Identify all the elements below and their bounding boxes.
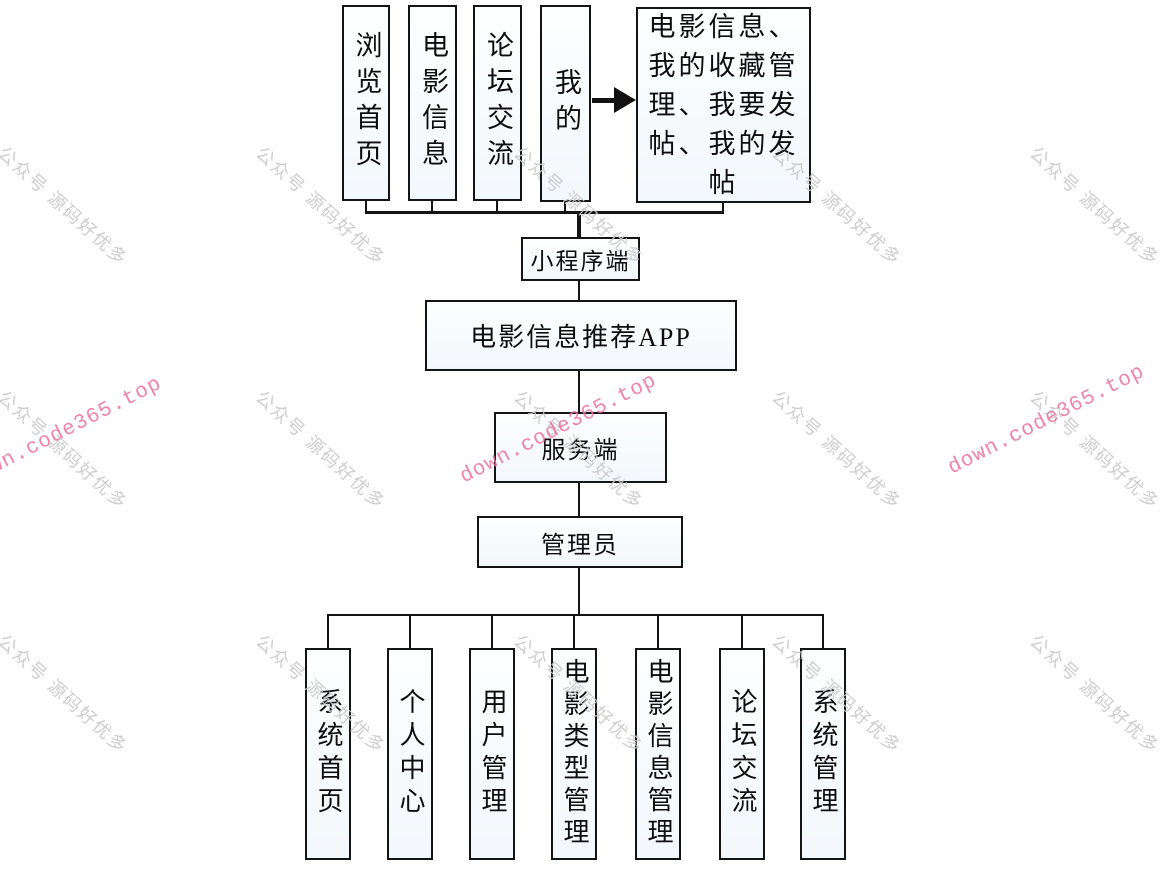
node-label: 服务端 <box>541 438 620 464</box>
connector <box>722 201 724 213</box>
connector <box>822 614 824 649</box>
node-label: 电影信息、 我的收藏管 理、我要发 帖、我的发 帖 <box>648 11 799 198</box>
watermark-gray: 公众号 源码好优多 <box>1025 386 1164 514</box>
watermark-pink: down.code365.top <box>944 360 1149 480</box>
watermark-pink: down.code365.top <box>0 372 166 492</box>
watermark-gray: 公众号 源码好优多 <box>0 142 132 270</box>
node-user-mgmt: 用户管理 <box>469 648 515 860</box>
node-label: 浏览首页 <box>351 31 382 175</box>
connector <box>578 370 580 413</box>
connector <box>365 199 367 213</box>
node-mine-detail: 电影信息、 我的收藏管 理、我要发 帖、我的发 帖 <box>636 7 811 203</box>
connector <box>657 614 659 649</box>
watermark-gray: 公众号 源码好优多 <box>0 630 132 758</box>
node-label: 电影信息 <box>418 31 448 175</box>
node-label: 电影类型管理 <box>560 658 589 850</box>
node-server: 服务端 <box>494 412 667 483</box>
node-label: 电影信息管理 <box>644 658 673 850</box>
node-label: 论坛交流 <box>728 688 757 820</box>
node-system-home: 系统首页 <box>305 648 351 860</box>
arrow-head-icon <box>614 87 636 113</box>
node-mine: 我的 <box>540 5 591 202</box>
node-label: 系统首页 <box>314 688 343 820</box>
node-mini-program: 小程序端 <box>521 237 640 281</box>
node-label: 电影信息推荐APP <box>470 323 692 352</box>
node-forum: 论坛交流 <box>473 5 522 201</box>
connector <box>409 614 411 649</box>
node-movie-type-mgmt: 电影类型管理 <box>551 648 597 860</box>
watermark-gray: 公众号 源码好优多 <box>251 386 390 514</box>
connector <box>564 200 566 213</box>
connector <box>496 199 498 213</box>
connector <box>741 614 743 649</box>
node-label: 系统管理 <box>809 688 838 820</box>
node-admin: 管理员 <box>477 516 683 568</box>
node-personal-center: 个人中心 <box>387 648 433 860</box>
node-label: 管理员 <box>541 532 619 559</box>
connector <box>573 614 575 649</box>
node-label: 我的 <box>551 67 581 140</box>
watermark-gray: 公众号 源码好优多 <box>1025 630 1164 758</box>
watermark-gray: 公众号 源码好优多 <box>0 386 132 514</box>
node-label: 论坛交流 <box>483 31 513 175</box>
connector <box>365 211 724 214</box>
node-browse-home: 浏览首页 <box>342 5 390 201</box>
watermark-gray: 公众号 源码好优多 <box>1025 142 1164 270</box>
connector <box>327 614 329 649</box>
node-label: 用户管理 <box>478 688 507 820</box>
arrow-line <box>592 98 618 103</box>
node-forum-mgmt: 论坛交流 <box>719 648 765 860</box>
connector <box>431 199 433 213</box>
node-system-mgmt: 系统管理 <box>800 648 846 860</box>
node-movie-info-mgmt: 电影信息管理 <box>635 648 681 860</box>
connector <box>578 568 580 616</box>
connector <box>327 614 824 616</box>
watermark-gray: 公众号 源码好优多 <box>767 386 906 514</box>
node-movie-info: 电影信息 <box>408 5 457 201</box>
connector <box>491 614 493 649</box>
connector <box>578 483 580 517</box>
connector <box>577 211 581 238</box>
node-label: 个人中心 <box>396 688 425 820</box>
connector <box>578 280 580 301</box>
node-label: 小程序端 <box>530 249 631 274</box>
node-app: 电影信息推荐APP <box>425 300 737 371</box>
